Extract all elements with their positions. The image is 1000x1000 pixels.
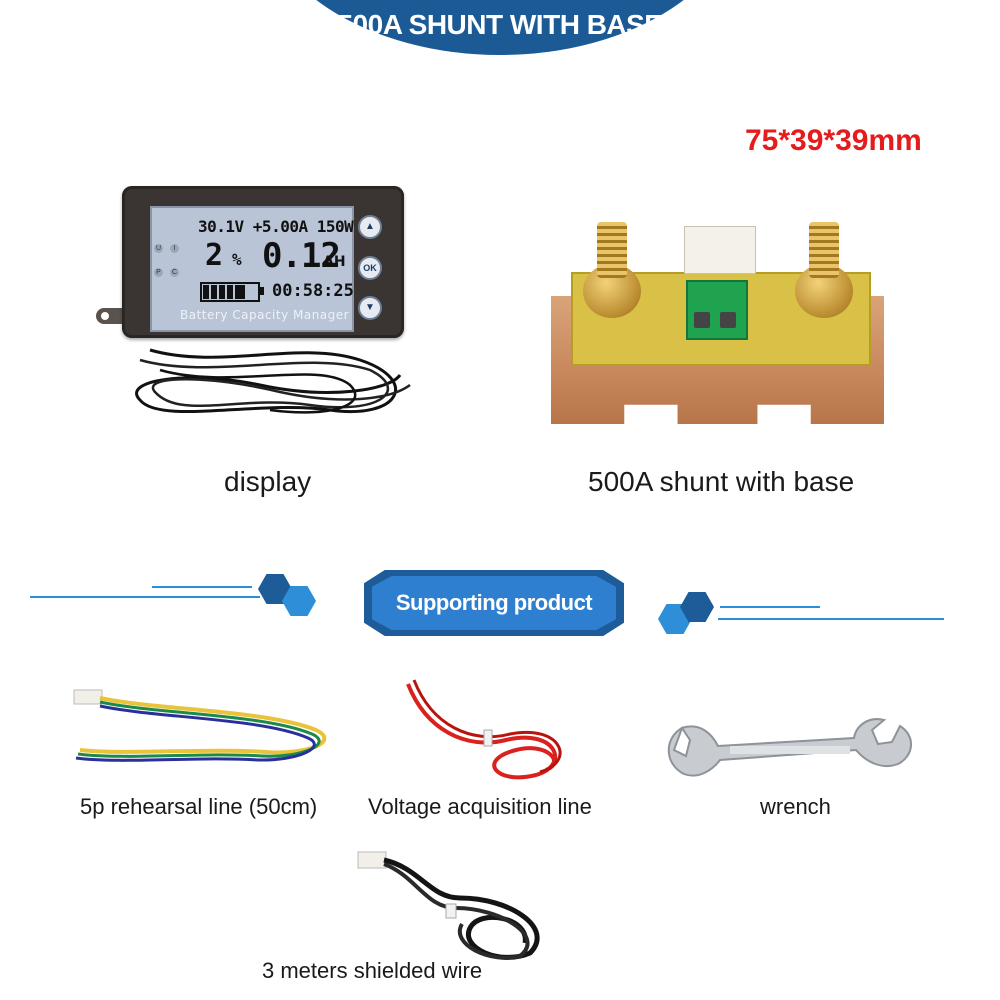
divider-line-left [30, 596, 260, 598]
terminal-screw-left [694, 312, 710, 328]
divider-line-right-short [720, 606, 820, 608]
side-indicator-i: I [170, 244, 179, 253]
shielded-wire-image [357, 851, 540, 960]
shunt-bolt-right [809, 222, 839, 278]
supporting-title: Supporting product [395, 590, 593, 615]
shunt-signal-connector [684, 226, 756, 274]
down-arrow-icon: ▼ [358, 296, 382, 320]
side-indicator-u: U [154, 244, 163, 253]
divider-line-left-short [152, 586, 252, 588]
wrench-image [667, 718, 912, 777]
item-label-wrench: wrench [760, 794, 831, 819]
lcd-screen [150, 206, 354, 332]
side-indicator-p: P [154, 268, 163, 277]
item-label-voltage-line: Voltage acquisition line [368, 794, 592, 819]
header-title: 500A SHUNT WITH BASE [337, 9, 663, 40]
lcd-percent-symbol: % [232, 250, 242, 269]
lcd-timer: 00:58:25 [272, 281, 354, 301]
device-brand-label: Battery Capacity Manager [180, 308, 350, 322]
display-cable [135, 348, 411, 414]
shunt-bolt-left [597, 222, 627, 278]
battery-level-bars [203, 285, 245, 299]
lcd-amp-hours-unit: AH [323, 254, 346, 270]
lcd-readout-row: 30.1V +5.00A 150W [198, 217, 354, 236]
shunt-terminal-block [686, 280, 748, 340]
voltage-line-image [406, 679, 562, 780]
battery-tip [260, 287, 264, 295]
up-arrow-icon: ▲ [358, 215, 382, 239]
display-label: display [224, 466, 312, 497]
side-indicator-c: C [170, 268, 179, 277]
hexagon-icon [680, 592, 714, 622]
divider-line-right [718, 618, 944, 620]
lcd-amp-hours: 0.12 [262, 236, 341, 276]
supporting-banner [372, 576, 616, 630]
lcd-percent: 2 [205, 238, 224, 273]
shunt-label: 500A shunt with base [588, 466, 855, 497]
item-label-shielded-wire: 3 meters shielded wire [262, 958, 483, 983]
ok-button-icon: OK [358, 256, 382, 280]
mount-hole [101, 312, 109, 320]
item-label-rehearsal-line: 5p rehearsal line (50cm) [80, 794, 318, 819]
rehearsal-line-image [73, 689, 327, 762]
terminal-screw-right [720, 312, 736, 328]
shunt-dimensions: 75*39*39mm [745, 124, 922, 157]
